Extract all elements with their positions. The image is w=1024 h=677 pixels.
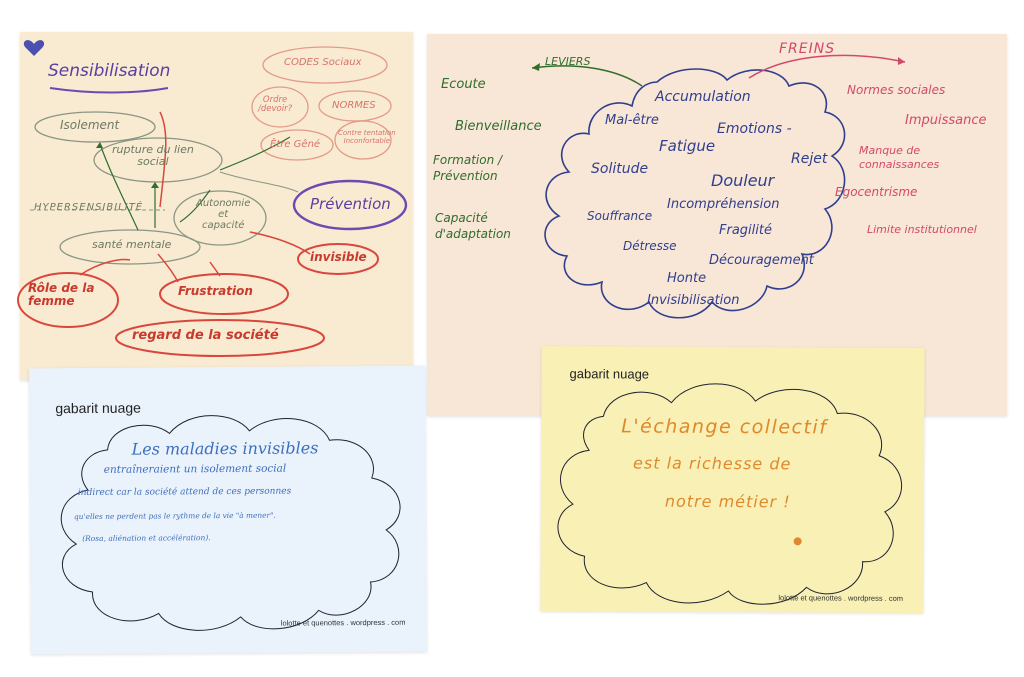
orange-dot: [793, 537, 802, 546]
frein-item: Egocentrisme: [835, 185, 918, 199]
frein-center-word: Accumulation: [655, 89, 751, 105]
frein-item: Impuissance: [905, 113, 987, 128]
heart-icon: [23, 40, 45, 56]
node-role-femme: Rôle de la femme: [28, 281, 95, 309]
frein-center-word: Rejet: [791, 151, 828, 167]
frein-center-word: Solitude: [591, 161, 649, 177]
frein-center-word: Détresse: [623, 239, 677, 253]
node-ordre-devoir: Ordre /devoir?: [258, 95, 293, 115]
frein-item: Limite institutionnel: [867, 223, 977, 236]
node-rupture: rupture du lien social: [112, 143, 194, 169]
node-autonomie: Autonomie et capacité: [196, 198, 251, 231]
sheet1-title: Sensibilisation: [48, 61, 171, 81]
node-etre-gene: Être Gêné: [270, 139, 321, 150]
leviers-freins-drawing: [531, 54, 906, 319]
note-line: (Rosa, aliénation et accélération).: [82, 533, 211, 544]
cloud-outline: [557, 383, 902, 605]
note-line: est la richesse de: [633, 453, 792, 474]
node-normes: NORMES: [332, 100, 376, 111]
sheet4-header: gabarit nuage: [569, 366, 650, 382]
frein-center-word: Souffrance: [587, 209, 653, 223]
cloud-outline: [544, 68, 846, 319]
note-line: indirect car la société attend de ces pe…: [77, 486, 292, 499]
frein-center-word: Mal-être: [605, 113, 659, 128]
sheet3-header: gabarit nuage: [55, 399, 141, 417]
mindmap-drawing: [17, 40, 408, 357]
frein-center-word: Incompréhension: [667, 197, 780, 212]
frein-center-word: Honte: [667, 271, 707, 286]
cloud-outline: [60, 415, 401, 631]
node-isolement: Isolement: [60, 118, 120, 132]
cloud-template-drawing: [60, 415, 401, 631]
frein-center-word: Découragement: [709, 253, 814, 268]
frein-center-word: Douleur: [711, 171, 775, 190]
note-line: Les maladies invisibles: [131, 438, 319, 459]
node-invisible: invisible: [310, 250, 367, 264]
frein-center-word: Invisibilisation: [647, 293, 740, 308]
node-codes-sociaux: CODES Sociaux: [284, 57, 362, 68]
leviers-label: LEVIERS: [545, 55, 591, 68]
sheet3-footer: lolotte et quenottes . wordpress . com: [280, 617, 406, 628]
frein-item: Normes sociales: [847, 83, 946, 97]
node-regard-societe: regard de la société: [132, 328, 279, 343]
levier-item: Bienveillance: [455, 119, 542, 134]
frein-item: Manque de connaissances: [859, 144, 940, 172]
freins-label: FREINS: [779, 41, 836, 57]
node-contre-tentation: Contre tentation Inconfortable: [338, 129, 396, 145]
node-frustration: Frustration: [178, 284, 253, 298]
sheet4-footer: lolotte et quenottes . wordpress . com: [778, 593, 904, 603]
sheet-gabarit-nuage-blue: gabarit nuage Les maladies invisibles en…: [29, 365, 427, 655]
frein-center-word: Fatigue: [659, 137, 716, 155]
node-hypersensibilite: HYPERSENSIBILITÉ: [34, 202, 144, 213]
sheet-gabarit-nuage-yellow: gabarit nuage L'échange collectif est la…: [540, 345, 925, 614]
note-line: entraîneraient un isolement social: [103, 462, 287, 476]
cloud-template-drawing: [557, 383, 902, 605]
frein-center-word: Fragilité: [719, 223, 772, 238]
node-sante-mentale: santé mentale: [92, 238, 172, 251]
sheet-sensibilisation: Sensibilisation CODES Sociaux Ordre /dev…: [17, 32, 413, 380]
note-line: qu'elles ne perdent pas le rythme de la …: [74, 510, 276, 522]
levier-item: Formation / Prévention: [433, 153, 503, 184]
frein-center-word: Emotions -: [717, 121, 792, 137]
levier-item: Capacité d'adaptation: [435, 211, 511, 242]
levier-item: Ecoute: [441, 77, 486, 92]
note-line: notre métier !: [664, 491, 791, 512]
note-line: L'échange collectif: [621, 415, 828, 439]
node-prevention: Prévention: [310, 195, 391, 213]
